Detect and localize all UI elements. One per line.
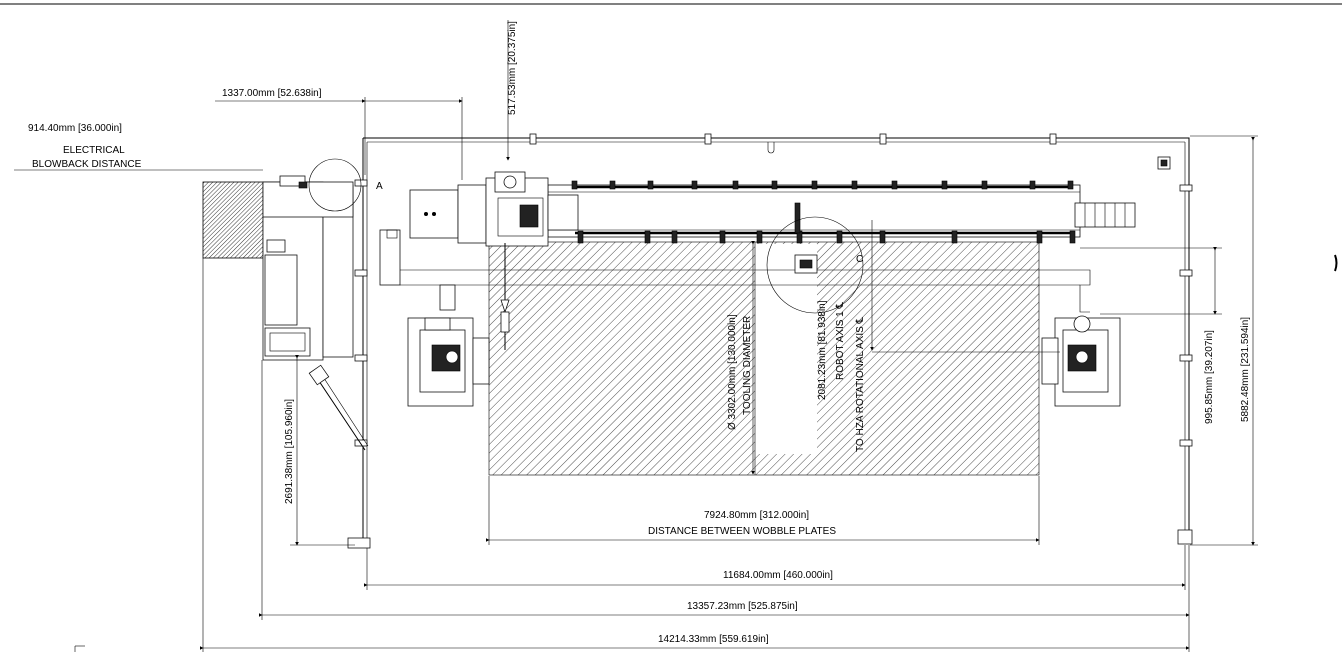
bottom-dimension-3: 14214.33mm [559.619in] xyxy=(658,634,769,645)
robot-axis-label2: TO HZA ROTATIONAL AXIS ℄ xyxy=(855,316,866,452)
top-vertical-dimension: 517.53mm [20.375in] xyxy=(507,21,518,115)
detail-label-a: A xyxy=(376,181,383,192)
wobble-plate-label: DISTANCE BETWEEN WOBBLE PLATES xyxy=(648,526,836,537)
edge-fragment xyxy=(1334,254,1338,272)
right-inner-dimension: 995.85mm [39.207in] xyxy=(1204,330,1215,424)
control-cabinet xyxy=(262,175,354,361)
bottom-dimension-2: 13357.23mm [525.875in] xyxy=(687,601,798,612)
robot-axis-value: 2081.23mm [81.938in] xyxy=(817,300,828,400)
detail-circle-c xyxy=(766,216,864,314)
right-overall-dimension: 5882.48mm [231.594in] xyxy=(1240,317,1251,422)
left-vertical-dimension: 2691.38mm [105.960in] xyxy=(284,399,295,504)
blowback-dimension: 914.40mm [36.000in] xyxy=(28,123,122,134)
tooling-diameter-label: TOOLING DIAMETER xyxy=(742,316,753,415)
robot-axis-label1: ROBOT AXIS 1 ℄ xyxy=(835,301,846,380)
wobble-plate-dimension: 7924.80mm [312.000in] xyxy=(704,510,809,521)
blowback-label-line2: BLOWBACK DISTANCE xyxy=(32,159,142,170)
detail-circle-a xyxy=(308,158,362,212)
blowback-zone xyxy=(202,181,264,259)
gantry-track xyxy=(547,180,1136,244)
blowback-label-line1: ELECTRICAL xyxy=(63,145,125,156)
left-wobble-station xyxy=(407,317,490,407)
dimension-lines xyxy=(14,20,1258,652)
tooling-diameter-value: Ø 3302.00mm [130.000in] xyxy=(727,314,738,430)
safety-fence xyxy=(347,133,1193,549)
robot-carriage xyxy=(379,171,1091,350)
detail-label-c: C xyxy=(856,254,863,265)
right-wobble-station xyxy=(1041,315,1121,407)
lift-arm xyxy=(308,364,369,451)
bottom-dimension-1: 11684.00mm [460.000in] xyxy=(723,570,833,581)
top-offset-dimension: 1337.00mm [52.638in] xyxy=(222,88,322,99)
tooling-zone xyxy=(488,241,1040,476)
